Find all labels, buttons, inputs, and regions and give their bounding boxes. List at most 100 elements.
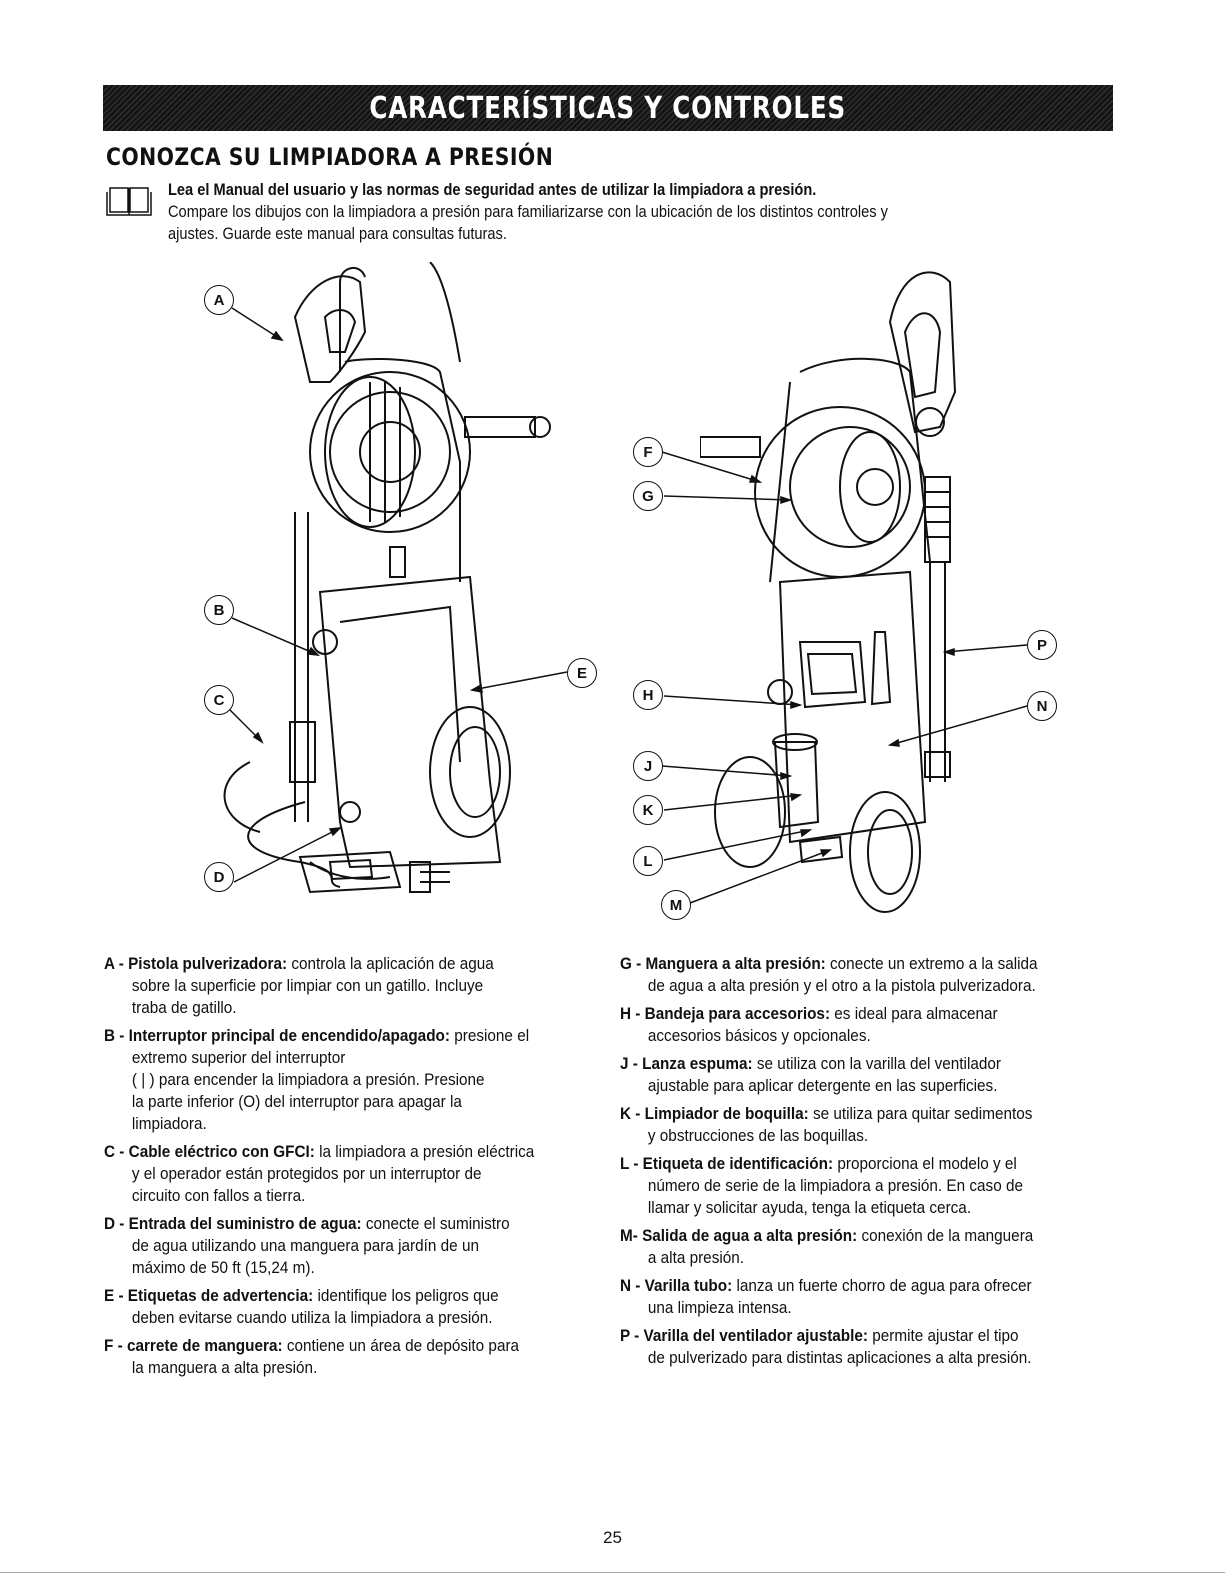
item-text: conecte el suministro [365, 1214, 510, 1233]
item-text: es ideal para almacenar [834, 1004, 998, 1023]
item-c: C - Cable eléctrico con GFCI: la limpiad… [104, 1141, 572, 1207]
callout-a: A [204, 285, 234, 315]
item-prefix: M- [620, 1226, 643, 1245]
item-text: máximo de 50 ft (15,24 m). [131, 1258, 315, 1277]
item-prefix: E - [104, 1286, 128, 1305]
item-text: una limpieza intensa. [647, 1298, 792, 1317]
item-text: número de serie de la limpiadora a presi… [647, 1176, 1023, 1195]
item-term: Varilla del ventilador ajustable: [643, 1326, 869, 1345]
item-term: Cable eléctrico con GFCI: [128, 1142, 315, 1161]
intro-text: Compare los dibujos con la limpiadora a … [168, 201, 1114, 245]
item-prefix: H - [620, 1004, 645, 1023]
descriptions-right: G - Manguera a alta presión: conecte un … [620, 953, 1120, 1375]
callout-g: G [633, 481, 663, 511]
page-heading: CONOZCA SU LIMPIADORA A PRESIÓN [106, 143, 554, 171]
item-prefix: K - [620, 1104, 645, 1123]
item-text: ( | ) para encender la limpiadora a pres… [131, 1070, 485, 1089]
item-text: traba de gatillo. [131, 998, 237, 1017]
item-prefix: J - [620, 1054, 643, 1073]
item-text: presione el [454, 1026, 530, 1045]
item-d: D - Entrada del suministro de agua: cone… [104, 1213, 572, 1279]
item-text: y el operador están protegidos por un in… [131, 1164, 482, 1183]
item-text: limpiadora. [131, 1114, 207, 1133]
descriptions-left: A - Pistola pulverizadora: controla la a… [104, 953, 574, 1385]
callout-m: M [661, 890, 691, 920]
item-term: Salida de agua a alta presión: [642, 1226, 858, 1245]
item-text: la parte inferior (O) del interruptor pa… [131, 1092, 462, 1111]
item-text: permite ajustar el tipo [872, 1326, 1019, 1345]
item-n: N - Varilla tubo: lanza un fuerte chorro… [620, 1275, 1088, 1319]
item-term: Etiquetas de advertencia: [127, 1286, 314, 1305]
item-p: P - Varilla del ventilador ajustable: pe… [620, 1325, 1088, 1369]
item-prefix: B - [104, 1026, 129, 1045]
item-term: Varilla tubo: [644, 1276, 733, 1295]
intro-line: ajustes. Guarde este manual para consult… [168, 224, 507, 243]
item-l: L - Etiqueta de identificación: proporci… [620, 1153, 1088, 1219]
item-text: se utiliza con la varilla del ventilador [756, 1054, 1001, 1073]
item-text: extremo superior del interruptor [131, 1048, 346, 1067]
item-prefix: F - [104, 1336, 127, 1355]
item-text: de pulverizado para distintas aplicacion… [647, 1348, 1032, 1367]
item-term: Limpiador de boquilla: [644, 1104, 809, 1123]
intro-line: Compare los dibujos con la limpiadora a … [168, 202, 888, 221]
item-j: J - Lanza espuma: se utiliza con la vari… [620, 1053, 1088, 1097]
item-f: F - carrete de manguera: contiene un áre… [104, 1335, 572, 1379]
item-text: conexión de la manguera [861, 1226, 1034, 1245]
item-k: K - Limpiador de boquilla: se utiliza pa… [620, 1103, 1088, 1147]
item-e: E - Etiquetas de advertencia: identifiqu… [104, 1285, 572, 1329]
callout-h: H [633, 680, 663, 710]
item-text: ajustable para aplicar detergente en las… [647, 1076, 998, 1095]
item-a: A - Pistola pulverizadora: controla la a… [104, 953, 572, 1019]
item-text: accesorios básicos y opcionales. [647, 1026, 871, 1045]
item-text: lanza un fuerte chorro de agua para ofre… [736, 1276, 1032, 1295]
item-text: circuito con fallos a tierra. [131, 1186, 306, 1205]
item-term: Entrada del suministro de agua: [128, 1214, 362, 1233]
intro-warning: Lea el Manual del usuario y las normas d… [168, 180, 817, 199]
callout-e: E [567, 658, 597, 688]
item-prefix: P - [620, 1326, 644, 1345]
item-prefix: G - [620, 954, 646, 973]
callout-k: K [633, 795, 663, 825]
item-text: sobre la superficie por limpiar con un g… [131, 976, 484, 995]
callout-b: B [204, 595, 234, 625]
item-prefix: A - [104, 954, 129, 973]
item-text: deben evitarse cuando utiliza la limpiad… [131, 1308, 493, 1327]
callout-p: P [1027, 630, 1057, 660]
item-text: identifique los peligros que [317, 1286, 499, 1305]
callout-n: N [1027, 691, 1057, 721]
item-text: la limpiadora a presión eléctrica [319, 1142, 535, 1161]
item-text: de agua a alta presión y el otro a la pi… [647, 976, 1036, 995]
item-text: la manguera a alta presión. [131, 1358, 318, 1377]
item-text: llamar y solicitar ayuda, tenga la etiqu… [647, 1198, 972, 1217]
item-g: G - Manguera a alta presión: conecte un … [620, 953, 1088, 997]
section-banner: CARACTERÍSTICAS Y CONTROLES [103, 85, 1113, 131]
item-text: y obstrucciones de las boquillas. [647, 1126, 869, 1145]
item-m: M- Salida de agua a alta presión: conexi… [620, 1225, 1088, 1269]
item-term: Interruptor principal de encendido/apaga… [128, 1026, 450, 1045]
item-prefix: C - [104, 1142, 129, 1161]
item-term: Manguera a alta presión: [645, 954, 826, 973]
item-text: proporciona el modelo y el [837, 1154, 1017, 1173]
callout-l: L [633, 846, 663, 876]
banner-title: CARACTERÍSTICAS Y CONTROLES [369, 90, 847, 126]
item-text: a alta presión. [647, 1248, 745, 1267]
item-term: Lanza espuma: [642, 1054, 753, 1073]
callout-f: F [633, 437, 663, 467]
item-term: Etiqueta de identificación: [642, 1154, 834, 1173]
item-text: se utiliza para quitar sedimentos [812, 1104, 1033, 1123]
item-term: Bandeja para accesorios: [644, 1004, 831, 1023]
item-term: carrete de manguera: [126, 1336, 283, 1355]
item-text: contiene un área de depósito para [286, 1336, 520, 1355]
page-number: 25 [603, 1528, 622, 1547]
callout-c: C [204, 685, 234, 715]
item-text: conecte un extremo a la salida [830, 954, 1038, 973]
item-b: B - Interruptor principal de encendido/a… [104, 1025, 572, 1135]
item-text: controla la aplicación de agua [291, 954, 494, 973]
item-prefix: L - [620, 1154, 643, 1173]
item-prefix: N - [620, 1276, 645, 1295]
item-h: H - Bandeja para accesorios: es ideal pa… [620, 1003, 1088, 1047]
callout-d: D [204, 862, 234, 892]
item-prefix: D - [104, 1214, 129, 1233]
